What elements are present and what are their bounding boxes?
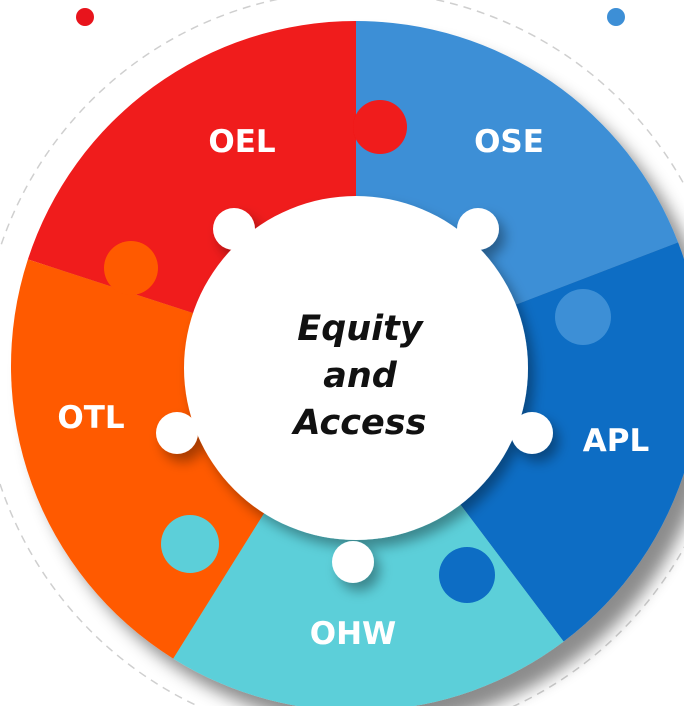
hub-knob-bottom (332, 541, 374, 583)
segment-label-ose: OSE (474, 124, 544, 160)
hub-knob-top-right (457, 208, 499, 250)
hub-circle (184, 196, 528, 540)
segment-label-ohw: OHW (310, 616, 397, 652)
segment-label-oel: OEL (208, 124, 275, 160)
hub-knob-right (511, 412, 553, 454)
segment-label-apl: APL (583, 423, 649, 459)
center-title-line-2: and (323, 356, 398, 396)
puzzle-tab-otl-oel (104, 241, 158, 295)
hub-knob-top-left (213, 208, 255, 250)
puzzle-tab-ohw-otl (161, 515, 219, 573)
segment-ohw (173, 485, 564, 706)
ring (10, 21, 684, 706)
right-accent-dot (607, 8, 625, 26)
hub-knob-left (156, 412, 198, 454)
segment-oel (27, 21, 357, 320)
puzzle-tab-oel-ose (353, 100, 407, 154)
center-title-line-3: Access (291, 403, 427, 443)
segment-label-otl: OTL (57, 400, 124, 436)
puzzle-tab-apl-ohw (439, 547, 495, 603)
puzzle-tab-ose-apl (555, 289, 611, 345)
center-hub (156, 196, 553, 583)
left-accent-dot (76, 8, 94, 26)
center-title-line-1: Equity (297, 309, 425, 349)
